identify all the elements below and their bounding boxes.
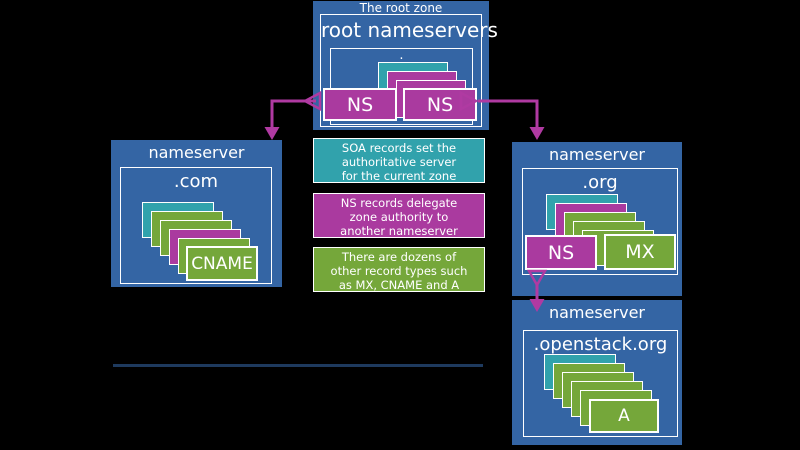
root-zone-name: .: [399, 48, 404, 63]
legend-other-line: as MX, CNAME and A: [338, 278, 460, 292]
org-zone-name: .org: [582, 172, 618, 193]
record-box-ns-right: NS: [403, 88, 477, 121]
root-zone-inner-box: .: [330, 48, 473, 125]
record-box-a: A: [589, 399, 659, 433]
record-label: MX: [625, 241, 655, 263]
legend-ns-line: another nameserver: [340, 224, 458, 238]
root-nameservers-box: root nameservers: [320, 14, 498, 127]
legend-ns: NS records delegate zone authority to an…: [313, 193, 485, 238]
record-box-mx: MX: [604, 234, 676, 270]
legend-other-line: other record types such: [330, 264, 468, 278]
legend-ns-line: NS records delegate: [340, 196, 458, 210]
openstack-zone-inner-box: .openstack.org: [523, 330, 678, 437]
nameserver-com-title: nameserver: [148, 143, 245, 162]
nameserver-com-box: nameserver .com CNAME: [111, 140, 282, 287]
legend-soa-line: authoritative server: [341, 155, 457, 169]
nameserver-org-box: nameserver .org NS MX: [512, 142, 682, 296]
record-label: A: [618, 406, 630, 426]
divider-line: [113, 364, 483, 367]
nameserver-org-title: nameserver: [548, 145, 646, 164]
legend-other-records: There are dozens of other record types s…: [313, 247, 485, 292]
nameserver-openstack-box: nameserver .openstack.org A: [512, 300, 682, 445]
legend-soa-line: SOA records set the: [341, 141, 457, 155]
record-label: NS: [426, 93, 454, 116]
root-nameservers-title: root nameservers: [321, 18, 498, 42]
root-zone-caption: The root zone: [359, 1, 443, 15]
org-record-stack: [512, 142, 682, 296]
openstack-zone-name: .openstack.org: [533, 334, 668, 355]
record-label: NS: [547, 241, 575, 264]
legend-soa: SOA records set the authoritative server…: [313, 138, 485, 183]
record-box-ns-org: NS: [525, 235, 597, 270]
record-box-cname: CNAME: [186, 246, 258, 281]
legend-ns-line: zone authority to: [349, 210, 449, 224]
delegation-arrow-root-to-com: [264, 90, 322, 140]
record-label: CNAME: [191, 253, 253, 274]
record-label: NS: [346, 93, 374, 116]
record-box-ns-left: NS: [323, 88, 397, 121]
legend-soa-line: for the current zone: [341, 169, 457, 183]
com-zone-name: .com: [173, 171, 219, 192]
com-zone-inner-box: .com: [120, 167, 272, 284]
org-zone-inner-box: .org: [522, 168, 678, 275]
root-zone-box: The root zone root nameservers . NS NS: [313, 1, 498, 130]
nameserver-openstack-title: nameserver: [548, 303, 646, 322]
legend-other-line: There are dozens of: [341, 250, 457, 264]
